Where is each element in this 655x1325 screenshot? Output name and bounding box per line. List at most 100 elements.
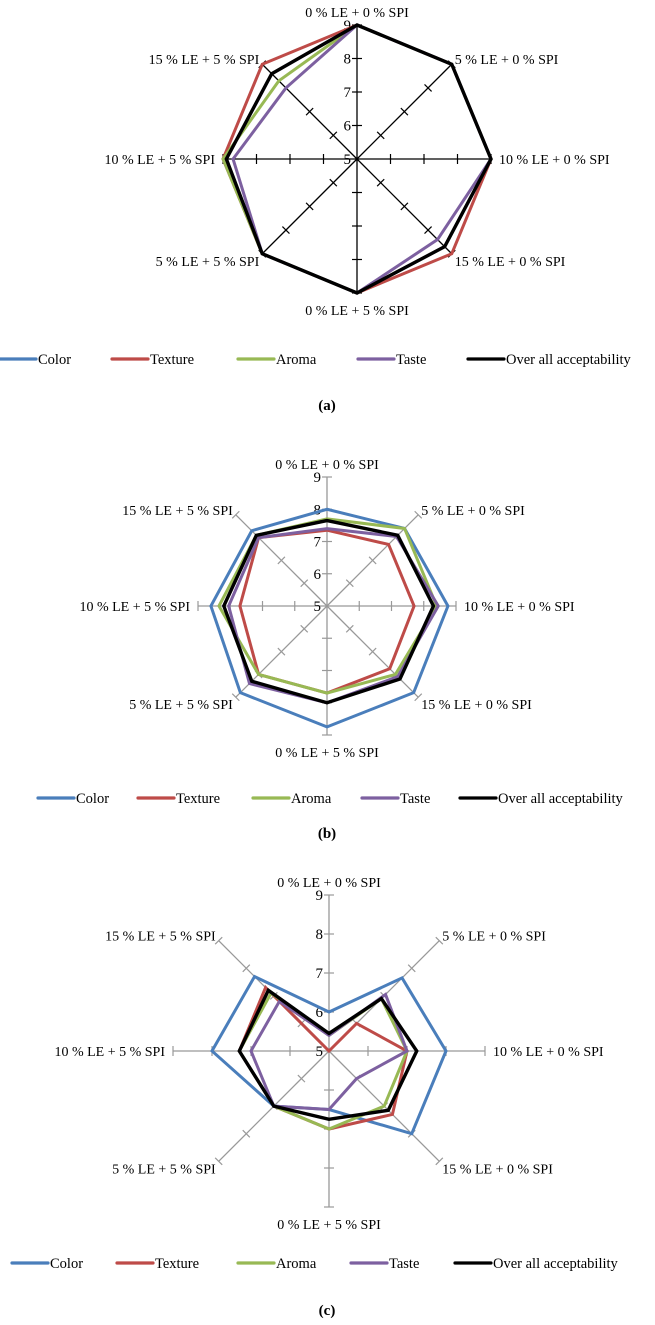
category-label: 0 % LE + 5 % SPI [305,304,409,319]
category-label: 15 % LE + 5 % SPI [105,930,216,945]
category-label: 10 % LE + 0 % SPI [499,153,610,168]
tick-label: 8 [316,927,324,943]
axis-tick [376,178,385,187]
axis-tick [231,510,240,519]
radar-chart-c: 0 % LE + 0 % SPI 5 % LE + 0 % SPI 10 % LE … [10,876,619,1319]
tick-label: 7 [316,966,324,982]
axis-tick [368,647,377,656]
tick-label: 7 [344,85,352,101]
category-label: 15 % LE + 0 % SPI [455,255,566,270]
axis-tick [345,579,354,588]
series-line-over-all-acceptability [237,987,419,1121]
axis-tick [214,936,223,945]
category-label: 10 % LE + 5 % SPI [79,600,190,615]
category-label: 5 % LE + 0 % SPI [442,930,546,945]
category-label: 10 % LE + 0 % SPI [493,1045,604,1060]
legend-label: Aroma [276,352,317,368]
axis-tick [376,131,385,140]
category-label: 15 % LE + 0 % SPI [421,698,532,713]
tick-label: 9 [344,18,352,34]
radar-chart-b: 0 % LE + 0 % SPI 5 % LE + 0 % SPI 10 % LE … [36,458,624,842]
category-label: 10 % LE + 5 % SPI [104,153,215,168]
axis-tick [300,624,309,633]
category-label: 15 % LE + 5 % SPI [149,53,260,68]
tick-label: 6 [314,567,322,583]
axis-tick [231,693,240,702]
axis-tick [329,178,338,187]
axis-tick [414,510,423,519]
tick-label: 5 [316,1044,324,1060]
series-line-aroma [237,990,409,1131]
legend-label: Texture [155,1256,199,1272]
category-label: 5 % LE + 0 % SPI [421,504,525,519]
tick-label: 8 [314,502,322,518]
legend-label: Color [50,1256,83,1272]
series-line-over-all-acceptability [221,518,436,705]
legend-label: Over all acceptability [493,1256,619,1272]
axis-tick [400,107,409,116]
panel-label: (c) [319,1303,336,1319]
legend-label: Over all acceptability [506,352,632,368]
category-label: 0 % LE + 0 % SPI [305,6,409,21]
axis-tick [329,131,338,140]
category-label: 0 % LE + 5 % SPI [277,1218,381,1233]
panel-label: (a) [318,398,336,414]
category-label: 0 % LE + 0 % SPI [277,876,381,891]
legend: Color Texture Aroma Taste Over all acceptabi… [10,1256,619,1272]
axis-tick [277,556,286,565]
axis-tick [435,1157,444,1166]
tick-label: 5 [344,152,352,168]
category-label: 15 % LE + 0 % SPI [442,1162,553,1177]
axis-tick [345,624,354,633]
axis-tick [424,226,433,235]
legend-label: Color [38,352,71,368]
axis-tick [435,936,444,945]
axis-tick [242,1129,251,1138]
tick-label: 9 [314,470,322,486]
axis-tick [368,556,377,565]
legend-label: Aroma [276,1256,317,1272]
axis-tick [424,83,433,92]
axis-tick [214,1157,223,1166]
category-label: 5 % LE + 5 % SPI [129,698,233,713]
axis-tick [281,226,290,235]
legend-label: Aroma [291,791,332,807]
series-line-color [209,507,450,729]
axis-tick [407,964,416,973]
series-line-over-all-acceptability [224,23,493,295]
category-label: 15 % LE + 5 % SPI [122,504,233,519]
category-label: 0 % LE + 5 % SPI [275,746,379,761]
axis-tick [414,693,423,702]
axis-tick [300,579,309,588]
tick-label: 5 [314,599,322,615]
legend-label: Taste [389,1256,419,1272]
axis-tick [400,202,409,211]
legend-label: Color [76,791,109,807]
legend-label: Over all acceptability [498,791,624,807]
radar-chart-a: 0 % LE + 0 % SPI 5 % LE + 0 % SPI 10 % LE … [0,6,632,414]
tick-label: 7 [314,535,322,551]
legend: Color Texture Aroma Taste Over all acceptabi… [36,791,624,807]
tick-label: 9 [316,888,324,904]
axis-tick [305,202,314,211]
legend-label: Taste [396,352,426,368]
axis-tick [277,647,286,656]
category-label: 5 % LE + 5 % SPI [112,1162,216,1177]
panel-label: (b) [318,826,336,842]
category-label: 10 % LE + 0 % SPI [464,600,575,615]
tick-label: 6 [316,1005,324,1021]
legend-label: Texture [150,352,194,368]
category-label: 10 % LE + 5 % SPI [54,1045,165,1060]
category-label: 0 % LE + 0 % SPI [275,458,379,473]
legend-label: Taste [400,791,430,807]
legend: Color Texture Aroma Taste Over all acceptabi… [0,352,632,368]
tick-label: 8 [344,52,352,68]
axis-tick [297,1074,306,1083]
category-label: 5 % LE + 0 % SPI [455,53,559,68]
category-label: 5 % LE + 5 % SPI [156,255,260,270]
legend-label: Texture [176,791,220,807]
axis-tick [242,964,251,973]
tick-label: 6 [344,119,352,135]
axis-tick [305,107,314,116]
